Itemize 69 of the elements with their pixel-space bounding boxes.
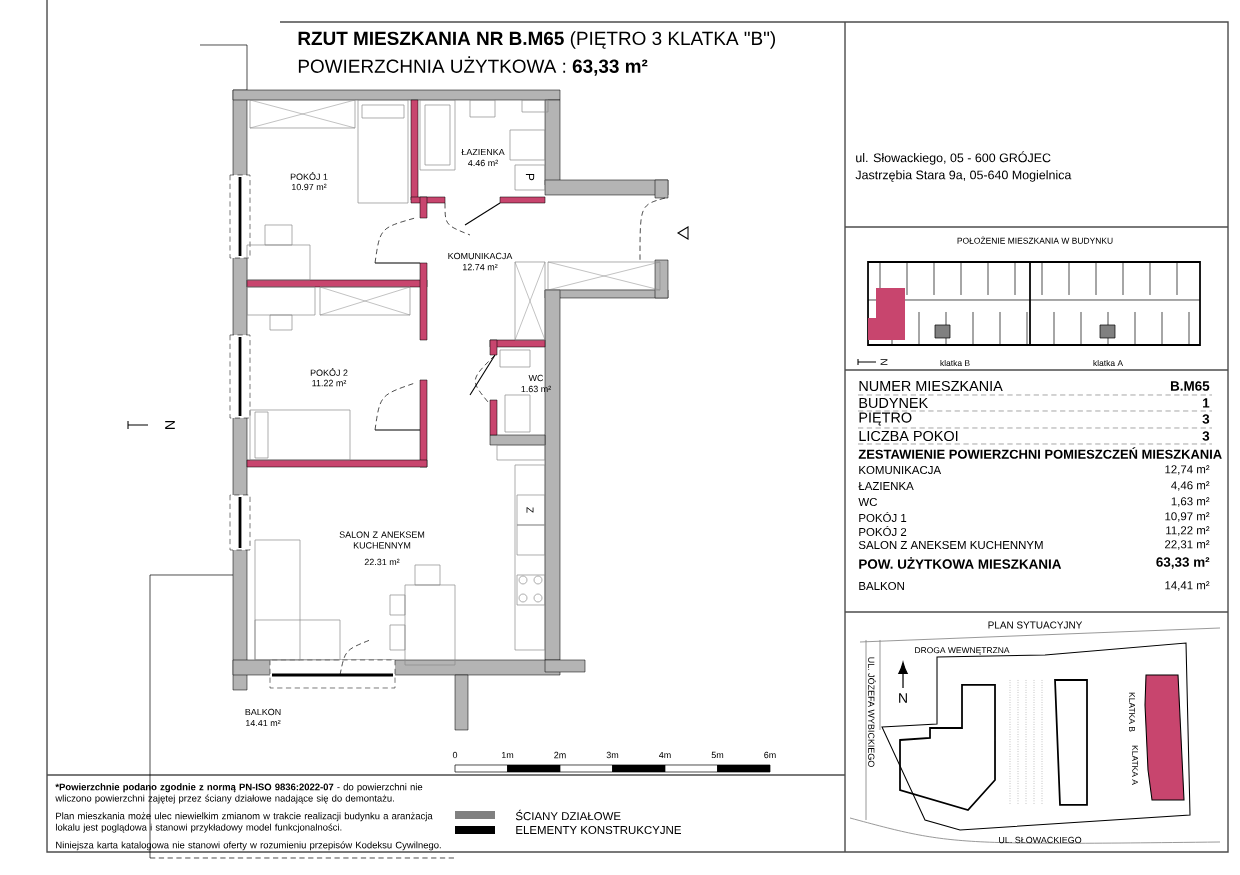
street-name: DROGA WEWNĘTRZNA — [915, 647, 1010, 655]
street-name: UL. SŁOWACKIEGO — [999, 836, 1082, 844]
stair-label: KLATKA B — [1129, 692, 1135, 732]
room-name: BALKON — [245, 708, 281, 716]
room-area: 22.31 m² — [364, 558, 400, 566]
legend-label: ELEMENTY KONSTRUKCYJNE — [516, 825, 681, 835]
stair-label: KLATKA A — [1132, 745, 1138, 785]
scale-label: 6m — [764, 751, 776, 759]
note-text: Niniejsza karta katalogowa nie stanowi oferty w rozumieniu przepisów Kodeksu Cywilnego. — [56, 841, 441, 851]
room-name: POKÓJ 1 — [290, 172, 328, 180]
table-value: 4,46 m² — [1171, 481, 1210, 491]
table-label: BUDYNEK — [859, 397, 928, 409]
scale-label: 0 — [452, 751, 458, 759]
table-label: ŁAZIENKA — [858, 482, 914, 490]
scale-label: 2m — [554, 751, 566, 759]
table-value: 22,31 m² — [1165, 540, 1210, 550]
title: RZUT MIESZKANIA NR B.M65 (PIĘTRO 3 KLATKA "B") — [298, 31, 775, 49]
table-label: WC — [858, 497, 878, 507]
table-label: LICZBA POKOI — [859, 430, 958, 442]
table-label: POKÓJ 1 — [859, 511, 907, 522]
note-text: Plan mieszkania może ulec niewielkim zmianom w trakcie realizacji budynku a aranżacja lokalu jest poglądowa i stanowi przykładowy model funkcjonalności. — [56, 812, 433, 833]
table-value: 63,33 m² — [1156, 557, 1210, 569]
room-name: KOMUNIKACJA — [448, 252, 513, 260]
table-label: SALON Z ANEKSEM KUCHENNYM — [858, 540, 1043, 550]
table-value: 12,74 m² — [1165, 465, 1210, 475]
table-value: 14,41 m² — [1165, 581, 1210, 591]
table-value: 3 — [1202, 414, 1210, 424]
north-label: N — [880, 359, 888, 365]
table-label: BALKON — [859, 581, 904, 591]
table-value: 1,63 m² — [1171, 497, 1210, 507]
legend-label: ŚCIANY DZIAŁOWE — [515, 809, 621, 821]
street-name: UL. JÓZEFA WYBICKIEGO — [868, 657, 876, 767]
table-heading: ZESTAWIENIE POWIERZCHNI POMIESZCZEŃ MIESZKANIA — [858, 447, 1222, 459]
table-label: KOMUNIKACJA — [859, 465, 942, 475]
table-value: 3 — [1202, 431, 1210, 441]
scale-label: 3m — [606, 751, 619, 759]
room-area: 12.74 m² — [463, 263, 498, 271]
room-area: 14.41 m² — [246, 719, 281, 727]
room-area: 11.22 m² — [312, 379, 347, 387]
table-label: PIĘTRO — [859, 412, 912, 426]
appliance-letter: Z — [526, 507, 534, 513]
room-area: 10.97 m² — [292, 183, 327, 191]
table-label: POW. UŻYTKOWA MIESZKANIA — [859, 557, 1062, 569]
heading-text: POWIERZCHNIA UŻYTKOWA : 63,33 m² — [298, 56, 648, 76]
table-label: POKÓJ 2 — [859, 525, 907, 536]
room-name: WC — [528, 374, 544, 382]
address-text: Jastrzębia Stara 9a, 05-640 Mogielnica — [855, 170, 1072, 182]
scale-label: 1m — [501, 751, 514, 759]
room-name: POKÓJ 2 — [310, 368, 348, 376]
table-label: NUMER MIESZKANIA — [859, 380, 1003, 392]
table-value: 1 — [1203, 398, 1210, 408]
room-area: 1.63 m² — [521, 385, 551, 393]
table-value: 10,97 m² — [1165, 512, 1210, 522]
note-text: *Powierzchnie podano zgodnie z normą PN-ISO 9836:2022-07 - do powierzchni nie wliczono powierzchni zajętej przez ściany działowe nadające się do demontażu. — [55, 783, 423, 804]
room-area: 4.46 m² — [468, 159, 498, 167]
scale-label: 4m — [659, 751, 671, 759]
section-heading: PLAN SYTUACYJNY — [988, 621, 1083, 629]
address-text: ul. Słowackiego, 05 - 600 GRÓJEC — [856, 151, 1051, 165]
scale-label: 5m — [711, 751, 724, 759]
table-value: 11,22 m² — [1166, 526, 1210, 536]
room-name: ŁAZIENKA — [461, 148, 505, 156]
north-label: N — [899, 693, 907, 703]
room-name: SALON Z ANEKSEM KUCHENNYM — [339, 531, 425, 549]
stair-label: klatka B — [940, 359, 970, 367]
table-value: B.M65 — [1171, 381, 1210, 391]
stair-label: klatka A — [1093, 359, 1124, 367]
section-heading: POŁOŻENIE MIESZKANIA W BUDYNKU — [957, 236, 1113, 244]
appliance-letter: P — [525, 174, 535, 181]
north-label: N — [165, 421, 175, 429]
